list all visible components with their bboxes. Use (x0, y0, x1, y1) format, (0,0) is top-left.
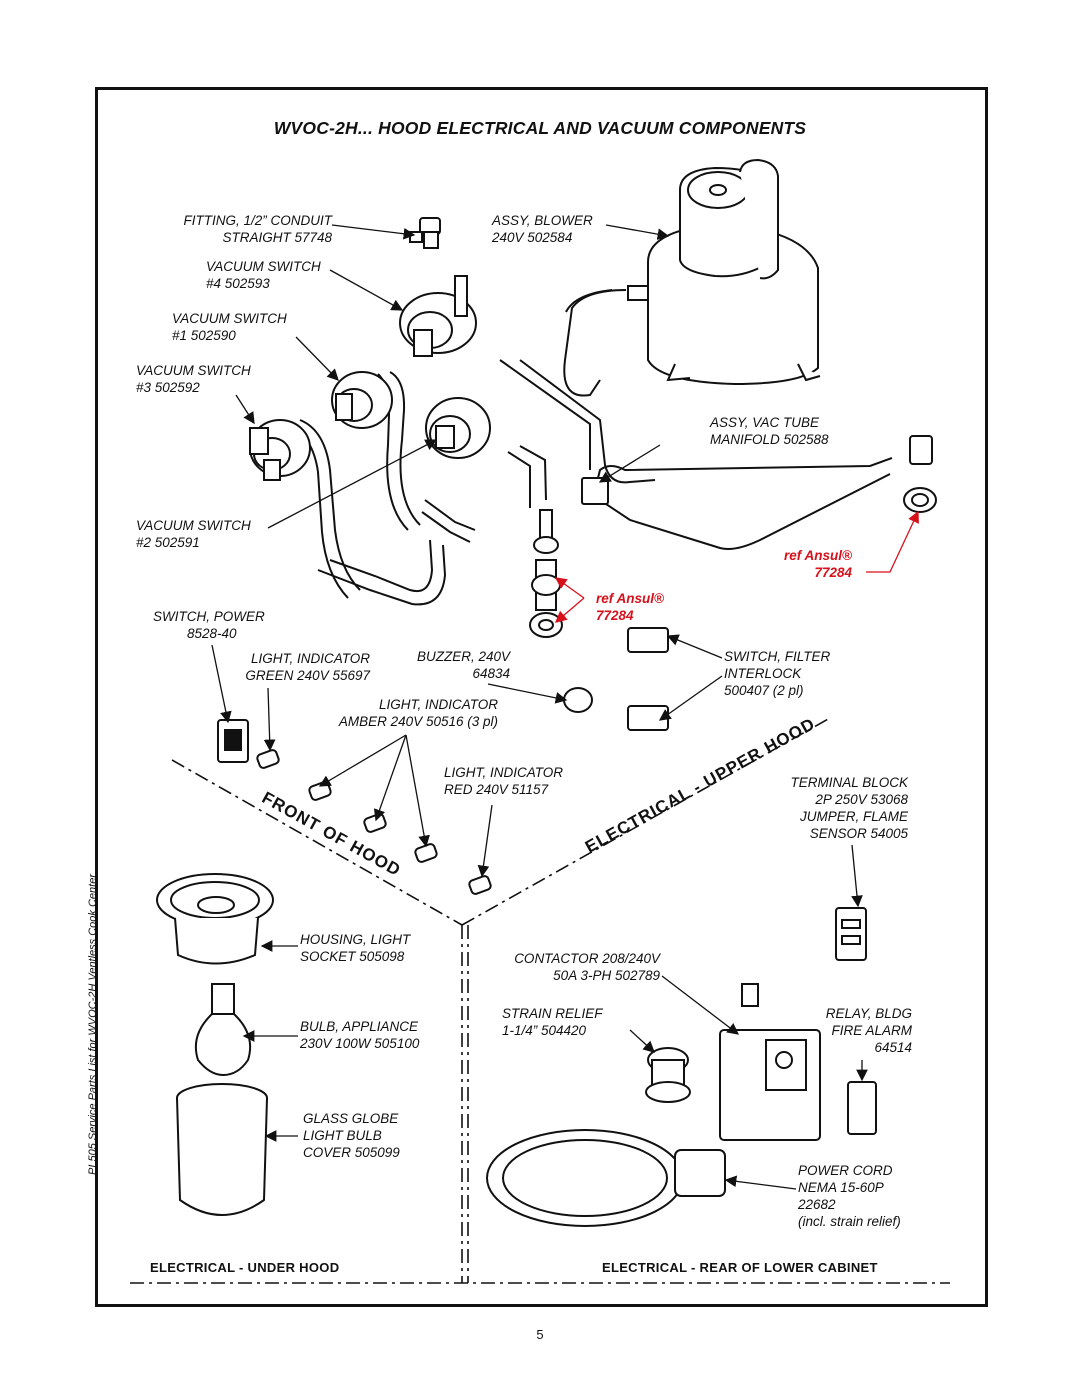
label-ansul-right: ref Ansul®77284 (784, 548, 852, 580)
label-vacuum-switch-1: VACUUM SWITCH#1 502590 (172, 311, 287, 343)
rear-cabinet-parts (486, 907, 877, 1227)
label-ansul-center: ref Ansul®77284 (596, 591, 664, 623)
blower-assembly (627, 158, 821, 386)
vacuum-switch-2 (425, 397, 491, 459)
leader-lines (211, 224, 868, 1190)
light-bulb (194, 983, 252, 1077)
page-frame (95, 87, 988, 1307)
glass-globe (176, 1083, 268, 1216)
front-hood-parts (217, 627, 669, 895)
vacuum-tubing (287, 289, 893, 606)
label-vacuum-switch-3: VACUUM SWITCH#3 502592 (136, 363, 251, 395)
ansul-leader-lines (554, 510, 919, 623)
light-housing (156, 873, 274, 965)
section-rear-cabinet: ELECTRICAL - REAR OF LOWER CABINET (602, 1260, 878, 1275)
manifold-parts (529, 435, 937, 638)
vacuum-switch-1 (331, 371, 393, 429)
zone-divider-lines (130, 717, 950, 1284)
conduit-fitting (409, 217, 441, 249)
vacuum-switch-4 (399, 275, 477, 357)
label-vacuum-switch-2: VACUUM SWITCH#2 502591 (136, 518, 251, 550)
page-title: WVOC-2H... HOOD ELECTRICAL AND VACUUM CO… (273, 118, 807, 138)
vacuum-switch-3 (249, 419, 311, 481)
page-number: 5 (536, 1327, 544, 1342)
section-under-hood: ELECTRICAL - UNDER HOOD (150, 1260, 340, 1275)
label-vacuum-switch-4: VACUUM SWITCH#4 502593 (206, 259, 321, 291)
